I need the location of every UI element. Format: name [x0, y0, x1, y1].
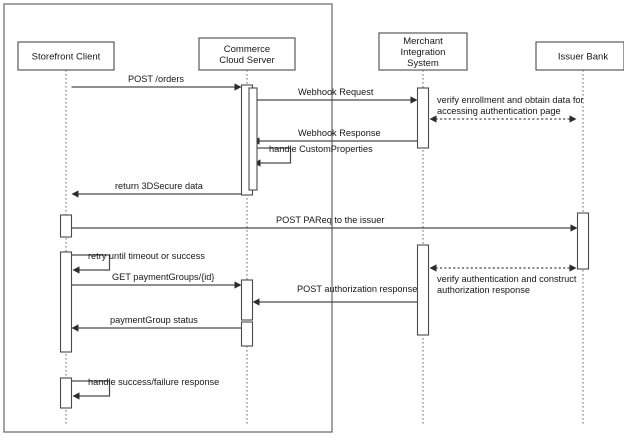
arrowhead-left-m8: [429, 264, 437, 272]
message-label-m3: accessing authentication page: [437, 106, 561, 116]
message-label-m12: paymentGroup status: [110, 315, 198, 325]
arrowhead-m10: [234, 281, 242, 289]
message-label-m11: POST authorization response: [297, 284, 417, 294]
self-message-path-m5: [252, 147, 292, 164]
arrowhead-m2: [410, 96, 418, 104]
activation-bar-commerce-act-2: [240, 279, 254, 321]
activation-bar-commerce-act-3: [240, 321, 254, 347]
activation-bar-issuer-act-1: [576, 212, 590, 270]
arrowhead-m9: [72, 266, 80, 274]
message-label-m4: Webhook Response: [298, 128, 381, 138]
arrowhead-m1: [234, 83, 242, 91]
activation-bar-merchant-act-2: [416, 244, 430, 336]
participant-label-merchant: Integration: [401, 47, 446, 58]
arrowhead-m12: [71, 324, 79, 332]
self-message-path-m9: [71, 254, 111, 271]
arrowhead-right-m3: [569, 115, 577, 123]
self-message-path-m13: [71, 380, 111, 397]
message-label-m8: authorization response: [437, 285, 530, 295]
message-label-m9: retry until timeout or success: [88, 251, 205, 261]
diagram-frame-layer: [3, 3, 333, 433]
participant-box-merchant[interactable]: [378, 32, 468, 71]
participant-label-merchant: Merchant: [403, 36, 443, 47]
participant-box-commerce[interactable]: [198, 37, 296, 71]
message-label-m3: verify enrollment and obtain data for: [437, 95, 584, 105]
arrowhead-left-m3: [429, 115, 437, 123]
participant-box-issuer[interactable]: [535, 41, 624, 71]
message-label-m8: verify authentication and construct: [437, 274, 577, 284]
arrowhead-m7: [570, 224, 578, 232]
participant-label-merchant: System: [407, 58, 439, 69]
message-label-m2: Webhook Request: [298, 87, 374, 97]
message-label-m6: return 3DSecure data: [115, 181, 204, 191]
participant-label-storefront: Storefront Client: [32, 51, 101, 62]
participant-label-issuer: Issuer Bank: [558, 51, 608, 62]
activation-bar-storefront-act-handle: [59, 377, 73, 409]
activation-bar-storefront-act-poll: [59, 251, 73, 353]
message-label-m7: POST PAReq to the issuer: [276, 215, 384, 225]
message-label-m10: GET paymentGroups/{id}: [112, 272, 214, 282]
arrowhead-m13: [72, 392, 80, 400]
lifelines-layer: [65, 70, 584, 426]
diagram-boundary-frame: [3, 3, 333, 433]
message-label-m5: handle CustomProperties: [269, 144, 373, 154]
message-label-m13: handle success/failure response: [88, 377, 219, 387]
activation-bar-commerce-act-inner: [248, 87, 258, 191]
arrowhead-m11: [252, 298, 260, 306]
message-label-m1: POST /orders: [128, 74, 184, 84]
participant-label-commerce: Commerce: [224, 44, 270, 55]
activation-bar-merchant-act-1: [416, 87, 430, 149]
participant-box-storefront[interactable]: [17, 41, 115, 71]
activations-layer: [59, 84, 590, 409]
participant-label-commerce: Cloud Server: [219, 55, 274, 66]
arrowhead-m6: [71, 190, 79, 198]
arrowhead-right-m8: [569, 264, 577, 272]
activation-bar-storefront-act-pareq: [59, 214, 73, 238]
